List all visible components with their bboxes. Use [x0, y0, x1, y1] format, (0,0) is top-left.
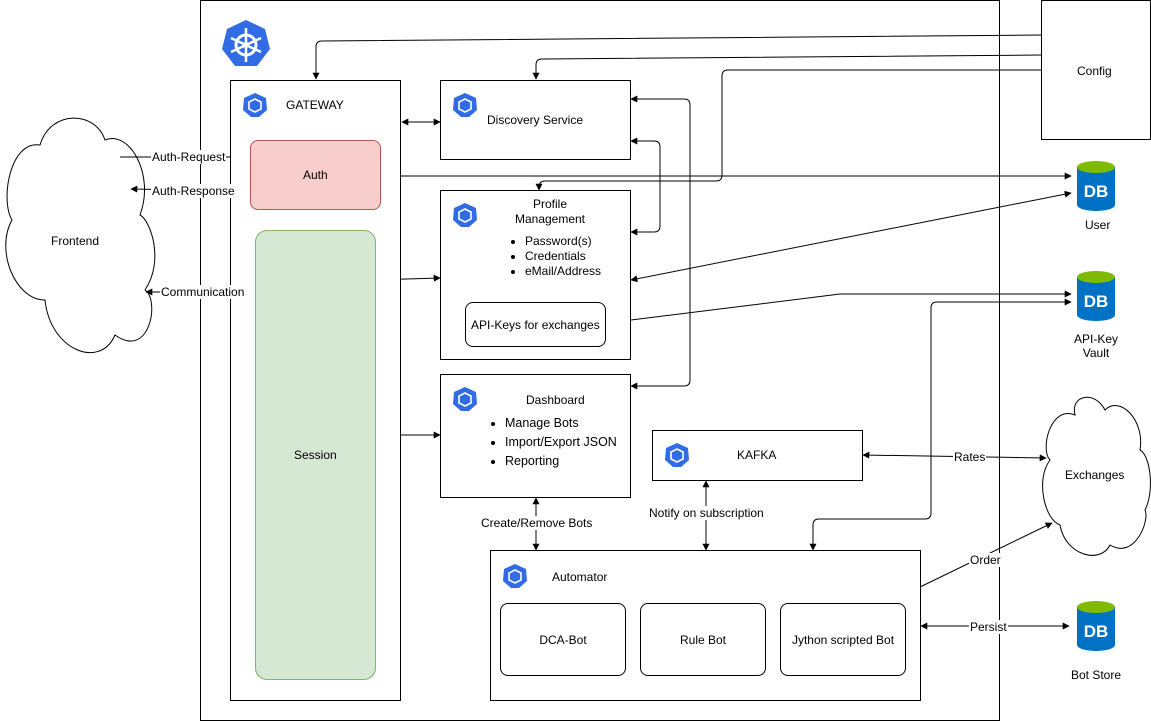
- db-icon-text: DB: [1084, 622, 1109, 641]
- rule-bot-label: Rule Bot: [679, 633, 727, 647]
- list-item: eMail/Address: [525, 264, 601, 279]
- user-db-label: User: [1085, 218, 1111, 232]
- db-icon-text: DB: [1084, 182, 1109, 201]
- config-box[interactable]: Config: [1041, 0, 1151, 140]
- automator-title: Automator: [552, 570, 608, 584]
- profile-title-line1: Profile: [532, 197, 567, 211]
- dashboard-items: Manage Bots Import/Export JSON Reporting: [489, 414, 617, 471]
- dashboard-title: Dashboard: [526, 393, 585, 407]
- database-icon[interactable]: DB: [1076, 600, 1116, 657]
- list-item: Password(s): [525, 234, 601, 249]
- exchanges-label: Exchanges: [1065, 468, 1125, 482]
- communication-label: Communication: [160, 285, 246, 299]
- auth-response-label: Auth-Response: [151, 184, 236, 198]
- discovery-service-box[interactable]: [440, 80, 631, 160]
- auth-request-label: Auth-Request: [151, 150, 227, 164]
- dca-bot-box[interactable]: DCA-Bot: [500, 603, 626, 676]
- list-item: Credentials: [525, 249, 601, 264]
- database-icon[interactable]: DB: [1076, 270, 1116, 327]
- persist-label: Persist: [969, 620, 1008, 634]
- pod-icon: [452, 92, 478, 123]
- pod-icon: [452, 202, 478, 233]
- kubernetes-logo-icon: [220, 18, 272, 75]
- list-item: Reporting: [505, 452, 617, 471]
- pod-icon: [242, 92, 268, 123]
- order-label: Order: [969, 553, 1002, 567]
- apikey-vault-label-line1: API-Key: [1073, 332, 1118, 346]
- pod-icon: [502, 563, 528, 594]
- discovery-title: Discovery Service: [487, 113, 584, 127]
- pod-icon: [664, 442, 690, 473]
- api-keys-label: API-Keys for exchanges: [471, 318, 600, 332]
- pod-icon: [452, 386, 478, 417]
- dca-bot-label: DCA-Bot: [539, 633, 587, 647]
- profile-title-line2: Management: [514, 212, 586, 226]
- apikey-vault-label-line2: Vault: [1082, 346, 1110, 360]
- auth-box[interactable]: Auth: [250, 140, 381, 210]
- frontend-label: Frontend: [51, 234, 100, 248]
- gateway-title: GATEWAY: [286, 98, 344, 112]
- config-label: Config: [1077, 64, 1112, 78]
- jython-bot-box[interactable]: Jython scripted Bot: [780, 603, 906, 676]
- rates-label: Rates: [953, 450, 987, 464]
- session-label: Session: [294, 448, 337, 462]
- api-keys-box[interactable]: API-Keys for exchanges: [465, 302, 606, 347]
- notify-subscription-label: Notify on subscription: [648, 506, 765, 520]
- kafka-title: KAFKA: [737, 448, 777, 462]
- auth-label: Auth: [303, 168, 328, 182]
- frontend-cloud: [5, 117, 156, 354]
- db-icon-text: DB: [1084, 292, 1109, 311]
- session-box[interactable]: Session: [255, 230, 376, 680]
- jython-bot-label: Jython scripted Bot: [791, 633, 895, 647]
- create-remove-bots-label: Create/Remove Bots: [480, 516, 594, 530]
- list-item: Manage Bots: [505, 414, 617, 433]
- bot-store-label: Bot Store: [1071, 668, 1122, 682]
- database-icon[interactable]: DB: [1076, 160, 1116, 217]
- list-item: Import/Export JSON: [505, 433, 617, 452]
- rule-bot-box[interactable]: Rule Bot: [640, 603, 766, 676]
- profile-items: Password(s) Credentials eMail/Address: [509, 234, 601, 279]
